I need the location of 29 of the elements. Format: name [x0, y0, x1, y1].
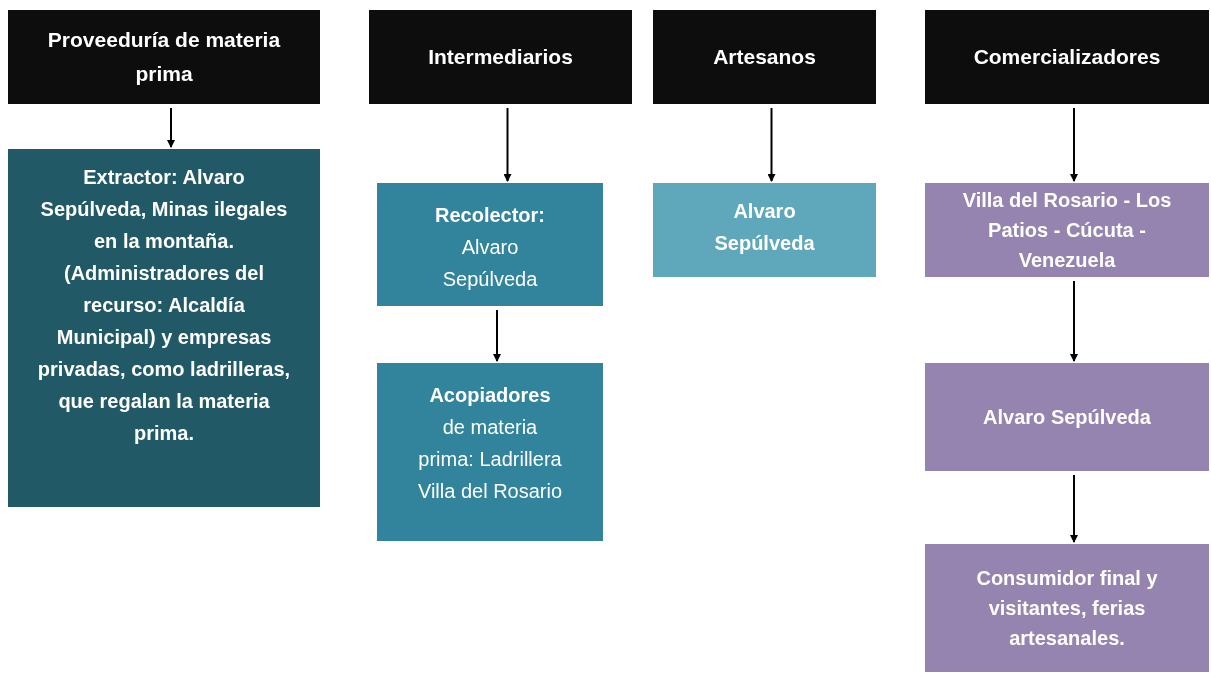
box-text: Alvaro Sepúlveda — [983, 405, 1151, 430]
arrow — [1070, 280, 1078, 362]
arrow — [1070, 474, 1078, 543]
process-box — [925, 363, 1209, 471]
header-box — [369, 10, 632, 104]
arrow — [167, 107, 175, 148]
box-text: Intermediarios — [428, 44, 573, 70]
box-text: Comercializadores — [973, 44, 1161, 70]
header-box — [925, 10, 1209, 104]
box-text: Proveeduría de materia prima — [46, 27, 282, 87]
process-box — [653, 183, 876, 277]
box-text: Recolector: Alvaro Sepúlveda — [434, 203, 546, 292]
arrow — [1070, 107, 1078, 182]
box-text: Villa del Rosario - Los Patios - Cúcuta - Venezuela — [961, 188, 1173, 273]
header-box — [8, 10, 320, 104]
process-box — [8, 149, 320, 507]
process-box — [377, 363, 603, 541]
box-text: Consumidor final y visitantes, ferias artesanales. — [975, 566, 1159, 651]
box-text: Extractor: Alvaro Sepúlveda, Minas ilegales en la montaña. (Administradores del recurso: Alcaldía Municipal) y empresas privadas, como ladrilleras, que regalan la materia prima. — [36, 165, 292, 446]
arrow — [493, 309, 501, 362]
box-text: Acopiadores de materia prima: Ladrillera Villa del Rosario — [417, 383, 563, 504]
box-text: Artesanos — [713, 44, 816, 70]
process-box — [925, 183, 1209, 277]
box-text: Alvaro Sepúlveda — [713, 199, 816, 256]
process-box — [925, 544, 1209, 672]
process-box — [377, 183, 603, 306]
arrow — [767, 107, 776, 182]
arrow — [503, 107, 512, 182]
header-box — [653, 10, 876, 104]
